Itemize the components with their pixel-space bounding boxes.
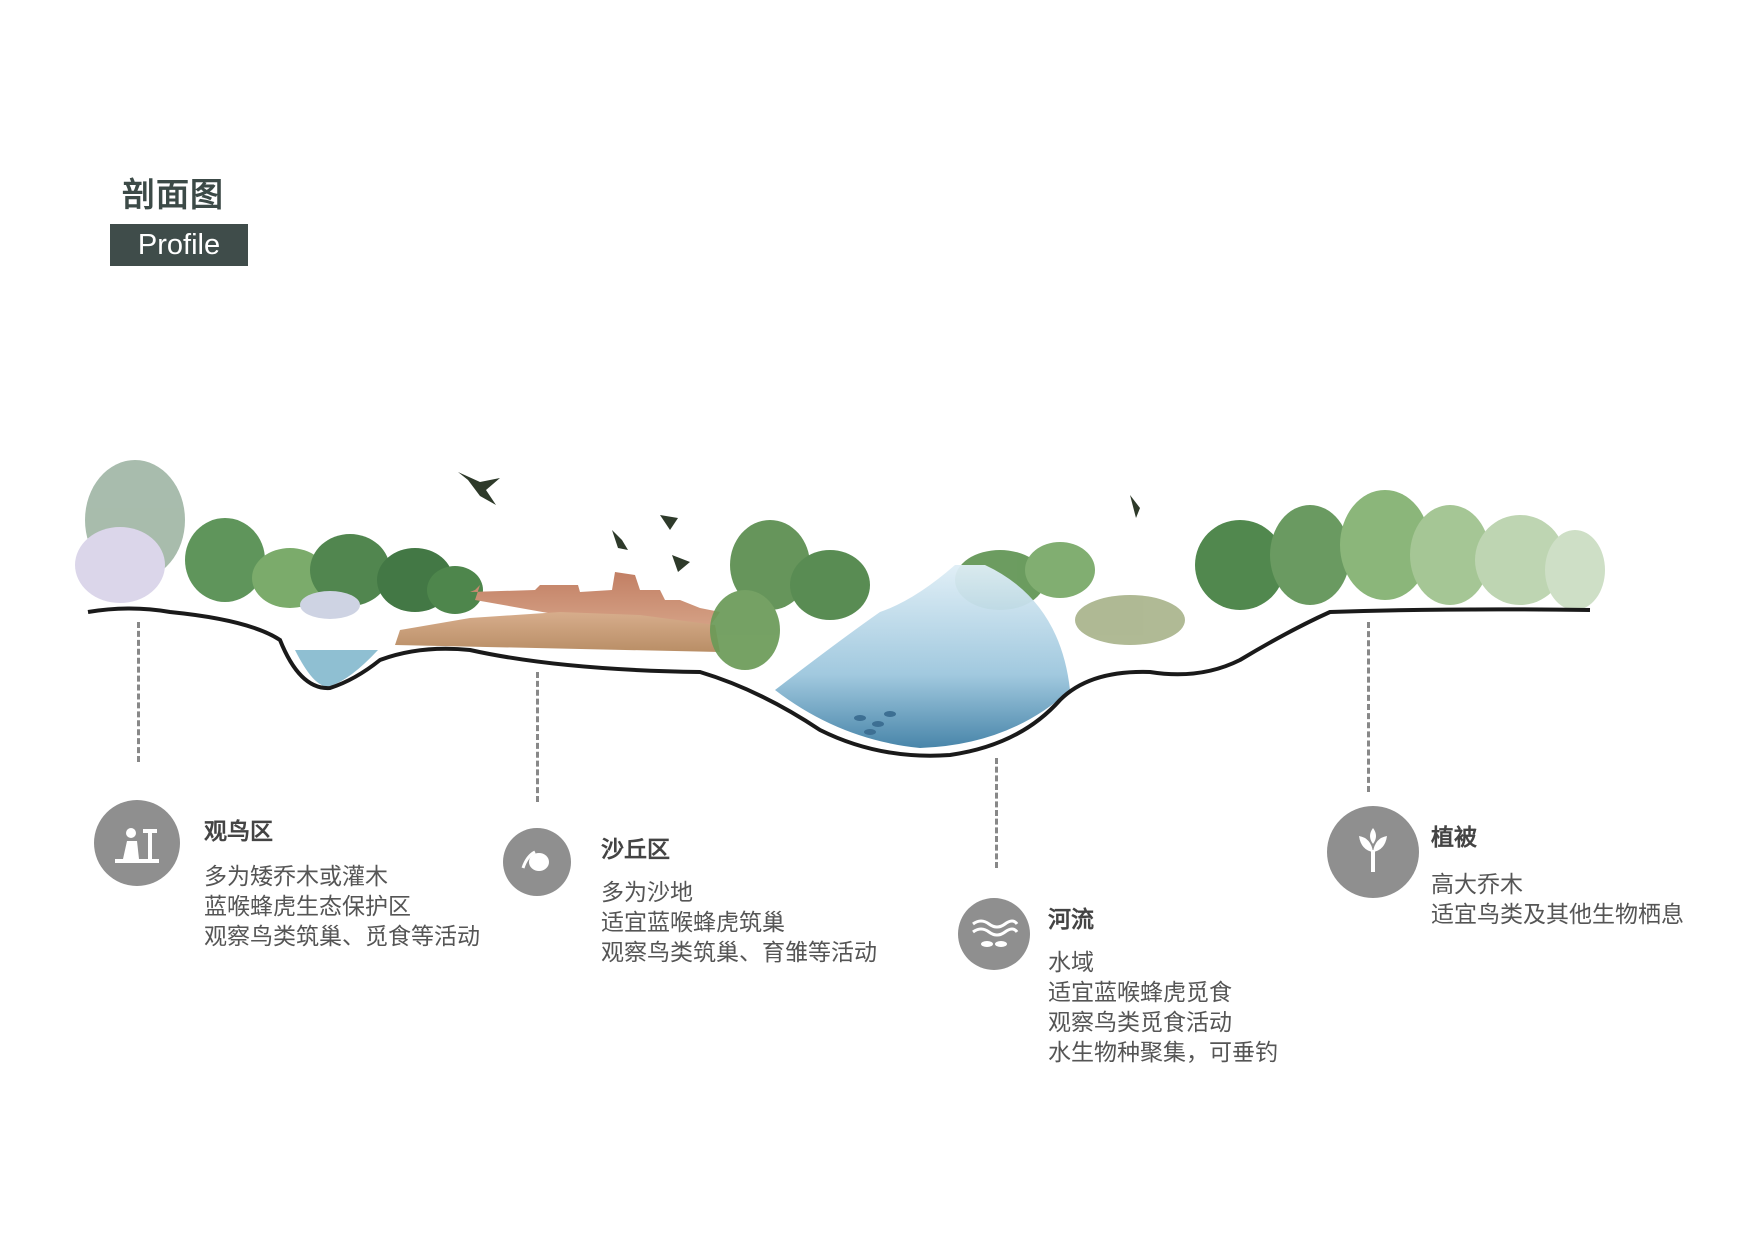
zone-description: 多为沙地 适宜蓝喉蜂虎筑巢 观察鸟类筑巢、育雏等活动: [601, 880, 877, 966]
left-woodland: [75, 460, 483, 619]
river-fish-icon: [958, 898, 1030, 970]
desert-dune-scene: [395, 572, 720, 652]
plant-sprout-icon: [1327, 806, 1419, 898]
flying-birds: [458, 472, 1140, 572]
egg-in-nest-icon: [503, 828, 571, 896]
page-subtitle-badge: Profile: [110, 224, 248, 266]
right-woodland: [1195, 490, 1605, 610]
marker-line-birdwatching: [137, 622, 140, 762]
marker-line-dune: [536, 672, 539, 802]
marker-line-river: [995, 758, 998, 868]
fish-school: [854, 711, 896, 735]
marker-line-vegetation: [1367, 622, 1370, 792]
birdwatching-icon: [94, 800, 180, 886]
page-title: 剖面图: [122, 175, 224, 214]
ground-profile-line: [87, 606, 1591, 758]
river-water: [775, 565, 1070, 748]
zone-name: 观鸟区: [204, 819, 273, 845]
zone-name: 植被: [1431, 825, 1477, 851]
zone-name: 河流: [1048, 907, 1094, 933]
zone-name: 沙丘区: [601, 837, 670, 863]
zone-description: 多为矮乔木或灌木 蓝喉蜂虎生态保护区 观察鸟类筑巢、觅食等活动: [204, 864, 480, 950]
zone-description: 高大乔木 适宜鸟类及其他生物栖息: [1431, 872, 1684, 928]
pond-water: [295, 650, 378, 687]
zone-description: 水域 适宜蓝喉蜂虎觅食 观察鸟类觅食活动 水生物种聚集，可垂钓: [1048, 950, 1278, 1066]
